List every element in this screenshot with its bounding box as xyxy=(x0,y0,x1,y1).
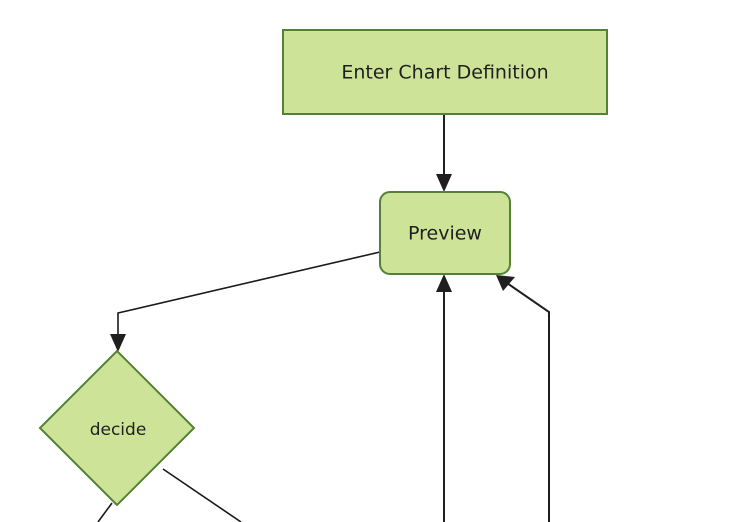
node-label-decide: decide xyxy=(90,420,147,440)
node-shape-rectangle xyxy=(282,29,608,115)
arrow-head-icon xyxy=(436,174,452,192)
edge-decide-bottom-out[interactable] xyxy=(97,502,113,522)
edge-line xyxy=(117,251,381,342)
node-shape-diamond xyxy=(38,349,196,507)
node-shape-rounded-rectangle xyxy=(379,191,511,275)
node-label-enter-chart-definition: Enter Chart Definition xyxy=(341,62,548,84)
arrow-head-icon xyxy=(110,334,126,352)
node-preview[interactable]: Preview xyxy=(379,191,511,275)
node-enter-chart-definition[interactable]: Enter Chart Definition xyxy=(282,29,608,115)
edge-line xyxy=(503,280,550,522)
edge-decide-right-out[interactable] xyxy=(162,468,242,522)
node-layer: Enter Chart Definition Preview decide xyxy=(38,29,608,507)
edge-line xyxy=(97,502,113,522)
node-decide[interactable]: decide xyxy=(38,349,196,507)
arrow-head-icon xyxy=(496,275,515,291)
arrow-head-icon xyxy=(436,274,452,292)
edge-layer xyxy=(97,114,550,522)
edge-enter-to-preview[interactable] xyxy=(436,114,452,192)
node-label-preview: Preview xyxy=(408,223,482,245)
edge-line xyxy=(162,468,242,522)
edge-preview-to-decide[interactable] xyxy=(110,251,381,352)
edge-right-into-preview[interactable] xyxy=(496,275,550,522)
edge-center-into-preview[interactable] xyxy=(436,274,452,522)
